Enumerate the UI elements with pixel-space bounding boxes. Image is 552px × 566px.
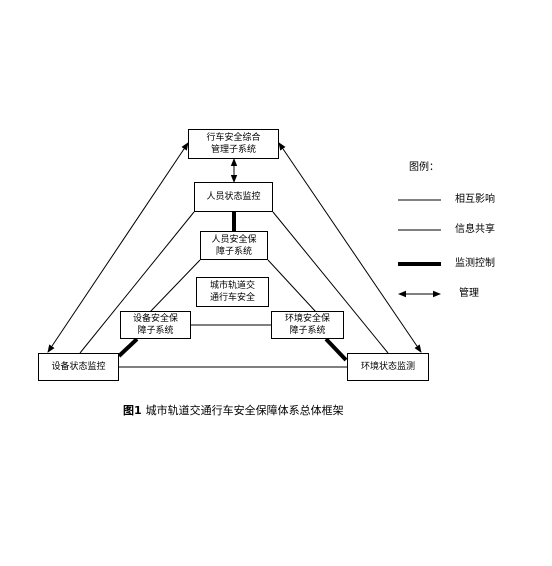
node-center-line1: 城市轨道交	[209, 281, 255, 291]
monitor-line-environment	[324, 337, 348, 362]
node-environment-monitor-line1: 环境状态监测	[360, 362, 415, 372]
node-environment-guarantee: 环境安全保 障子系统	[271, 311, 344, 339]
node-environment-monitor: 环境状态监测	[347, 353, 429, 381]
node-integrated-management-line1: 行车安全综合	[206, 133, 261, 143]
node-personnel-guarantee: 人员安全保 障子系统	[200, 231, 268, 260]
management-arrow-right	[278, 142, 422, 353]
node-environment-guarantee-line1: 环境安全保	[284, 314, 330, 324]
node-integrated-management-line2: 管理子系统	[210, 145, 256, 155]
legend-title: 图例：	[409, 162, 439, 173]
node-equipment-guarantee-line1: 设备安全保	[132, 314, 178, 324]
info-line-right	[272, 211, 389, 354]
node-center-line2: 通行车安全	[209, 293, 255, 303]
node-environment-guarantee-line2: 障子系统	[289, 326, 326, 336]
management-arrow-left	[47, 142, 189, 353]
node-personnel-guarantee-line2: 障子系统	[215, 246, 252, 257]
legend-label-info-sharing: 信息共享	[455, 224, 495, 235]
node-equipment-guarantee: 设备安全保 障子系统	[120, 311, 191, 339]
node-personnel-guarantee-line1: 人员安全保	[211, 234, 257, 245]
node-integrated-management: 行车安全综合 管理子系统	[188, 129, 279, 159]
node-personnel-monitor-line1: 人员状态监控	[206, 192, 261, 202]
figure-caption-text: 城市轨道交通行车安全保障体系总体框架	[145, 404, 344, 417]
influence-line-right	[267, 259, 317, 313]
influence-line-left	[149, 259, 201, 313]
figure-number: 图1	[123, 404, 142, 417]
legend-label-management: 管理	[459, 288, 479, 299]
node-personnel-monitor: 人员状态监控	[194, 182, 273, 212]
node-equipment-monitor-line1: 设备状态监控	[51, 362, 106, 372]
node-equipment-guarantee-line2: 障子系统	[137, 326, 174, 336]
legend-label-monitor-control: 监测控制	[455, 258, 495, 269]
info-line-left	[79, 211, 195, 354]
node-center: 城市轨道交 通行车安全	[196, 277, 269, 307]
monitor-line-equipment	[117, 337, 139, 358]
legend-label-influence: 相互影响	[455, 194, 495, 205]
node-equipment-monitor: 设备状态监控	[38, 353, 119, 381]
